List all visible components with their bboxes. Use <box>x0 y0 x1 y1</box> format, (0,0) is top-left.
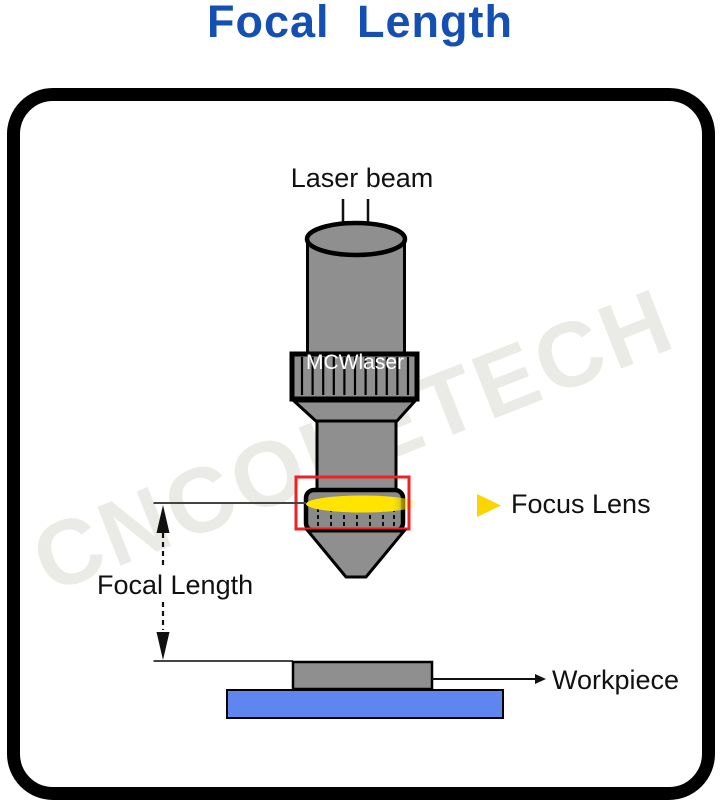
knurl-lines <box>300 357 410 395</box>
bed-rect <box>226 689 504 719</box>
brand-label: MCWlaser <box>306 351 404 374</box>
taper-section <box>290 399 419 424</box>
down-arrowhead-icon <box>156 632 170 660</box>
workpiece-arrowhead-icon <box>535 674 546 684</box>
focus-lens <box>306 495 418 513</box>
page-title: Focal Length <box>207 0 513 47</box>
lower-tube <box>315 419 398 494</box>
focus-lens-pointer-icon <box>477 494 501 517</box>
holder-thread-lines <box>317 508 395 528</box>
workpiece-label: Workpiece <box>552 665 680 695</box>
barrel-top-ellipse <box>304 220 408 258</box>
workpiece-rect <box>291 660 434 691</box>
focus-lens-label: Focus Lens <box>511 489 651 519</box>
nozzle-cone <box>304 529 408 579</box>
laser-beam-label: Laser beam <box>290 163 434 193</box>
focal-length-label: Focal Length <box>97 570 254 600</box>
laser-head-barrel <box>306 238 406 359</box>
up-arrowhead-icon <box>156 505 170 533</box>
laser-beam-lines <box>341 199 370 223</box>
